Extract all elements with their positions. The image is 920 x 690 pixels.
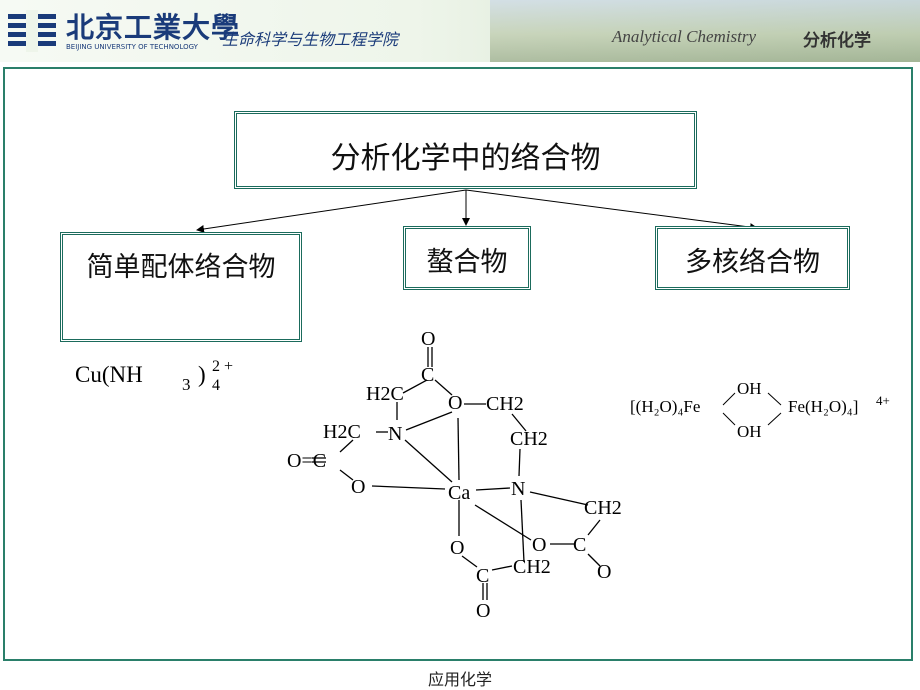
root-node-label: 分析化学中的络合物 — [330, 141, 601, 176]
atom-ch2-bottom: CH2 — [513, 556, 551, 578]
cu-formula-close: ) — [198, 362, 206, 387]
university-logo-icon — [8, 10, 56, 52]
atom-o-right-ring: O — [532, 534, 546, 556]
course-title-en: Analytical Chemistry — [612, 27, 757, 46]
atom-o-bottom: O — [476, 600, 490, 622]
copper-ammine-formula: Cu(NH 3 ) 2 + 4 — [75, 358, 233, 394]
atom-ca: Ca — [448, 482, 470, 504]
cu-formula-sup: 2 + — [212, 358, 233, 375]
footer-label: 应用化学 — [427, 670, 492, 689]
atom-o-top: O — [421, 328, 435, 350]
slide-frame — [3, 67, 913, 661]
polynuclear-complex-label: 多核络合物 — [685, 247, 820, 278]
chelate-node: 螯合物 — [403, 226, 531, 290]
polynuclear-complex-node: 多核络合物 — [655, 226, 850, 290]
simple-complex-node: 简单配体络合物 — [60, 232, 302, 342]
atom-h2c-top: H2C — [366, 383, 404, 405]
fe-left: [(H₂O)₄Fe — [630, 397, 700, 416]
header-banner: 北京工業大學 BEIJING UNIVERSITY OF TECHNOLOGY … — [0, 0, 920, 62]
cu-formula-base: Cu(NH — [75, 362, 143, 387]
atom-ch2-right: CH2 — [584, 497, 622, 519]
department-name: 生命科学与生物工程学院 — [222, 30, 399, 49]
university-name-en: BEIJING UNIVERSITY OF TECHNOLOGY — [66, 43, 198, 51]
course-title-cn: 分析化学 — [803, 31, 871, 51]
cu-formula-sub2: 4 — [212, 377, 220, 394]
atom-o-right: O — [597, 561, 611, 583]
atom-n-left: N — [388, 423, 402, 445]
root-node: 分析化学中的络合物 — [234, 111, 697, 189]
atom-c-bottom: C — [476, 565, 489, 587]
atom-c-top: C — [421, 364, 434, 386]
atom-ch2-mid: CH2 — [510, 428, 548, 450]
atom-o-top-ring: O — [448, 392, 462, 414]
fe-right: Fe(H₂O)₄] — [788, 397, 858, 416]
fe-charge: 4+ — [876, 393, 890, 408]
iron-dimer-formula: [(H₂O)₄Fe OH OH Fe(H₂O)₄] 4+ — [630, 379, 890, 441]
fe-oh-top: OH — [737, 379, 762, 398]
atom-h2c-left: H2C — [323, 421, 361, 443]
campus-photo — [490, 0, 920, 62]
university-name: 北京工業大學 — [66, 11, 241, 44]
cu-formula-sub: 3 — [182, 375, 191, 394]
atom-o-bottom-ring: O — [450, 537, 464, 559]
atom-c-right: C — [573, 534, 586, 556]
atom-ch2-top: CH2 — [486, 393, 524, 415]
atom-o-left: O — [351, 476, 365, 498]
chelate-label: 螯合物 — [426, 247, 508, 278]
atom-oc-left: O=C — [287, 450, 326, 472]
atom-n-right: N — [511, 478, 525, 500]
simple-complex-label: 简单配体络合物 — [86, 252, 276, 283]
fe-oh-bottom: OH — [737, 422, 762, 441]
